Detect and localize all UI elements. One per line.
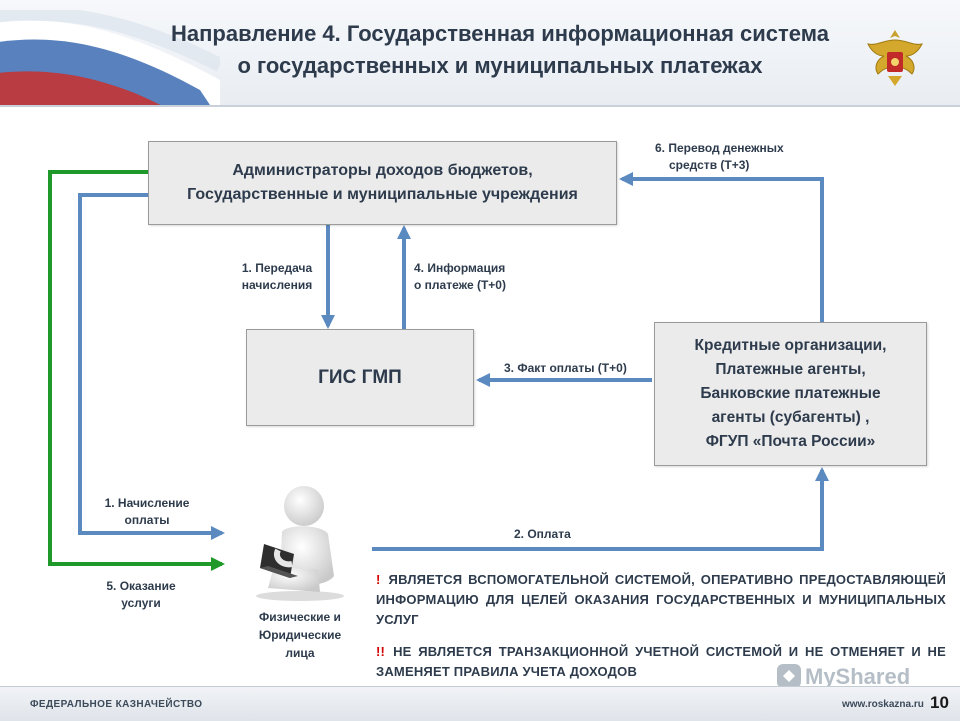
note-auxiliary-system: !ЯВЛЯЕТСЯ ВСПОМОГАТЕЛЬНОЙ СИСТЕМОЙ, ОПЕР… — [376, 570, 946, 630]
note-not-transactional: !!НЕ ЯВЛЯЕТСЯ ТРАНЗАКЦИОННОЙ УЧЕТНОЙ СИС… — [376, 642, 946, 682]
title-line-2: о государственных и муниципальных платеж… — [237, 53, 763, 78]
footer-url[interactable]: www.roskazna.ru — [842, 699, 924, 710]
label-step1-charge-l2: оплаты — [124, 513, 170, 527]
title-line-1: Направление 4. Государственная информаци… — [171, 21, 829, 46]
bank-line-1: Кредитные организации, — [694, 337, 887, 354]
people-line-3: лица — [285, 646, 315, 660]
admin-line-2: Государственные и муниципальные учрежден… — [187, 186, 578, 203]
note-text-1: ЯВЛЯЕТСЯ ВСПОМОГАТЕЛЬНОЙ СИСТЕМОЙ, ОПЕРА… — [376, 572, 946, 627]
label-step6-funds: 6. Перевод денежных средств (Т+3) — [655, 140, 784, 174]
slide-footer: ФЕДЕРАЛЬНОЕ КАЗНАЧЕЙСТВО www.roskazna.ru… — [0, 686, 960, 721]
label-step3-fact: 3. Факт оплаты (Т+0) — [504, 361, 627, 375]
individuals-legal-entities-label: Физические и Юридические лица — [230, 608, 370, 662]
bank-line-2: Платежные агенты, — [715, 361, 866, 378]
label-step4-l2: о платеже (Т+0) — [414, 278, 506, 292]
label-step5-service: 5. Оказание услуги — [93, 578, 189, 612]
label-step6-l1: 6. Перевод денежных — [655, 141, 784, 155]
bank-line-4: агенты (субагенты) , — [711, 409, 870, 426]
label-step4-info: 4. Информация о платеже (Т+0) — [414, 260, 506, 294]
admin-line-1: Администраторы доходов бюджетов, — [232, 162, 533, 179]
label-step6-l2: средств (Т+3) — [669, 158, 750, 172]
bank-line-5: ФГУП «Почта России» — [705, 433, 876, 450]
arrow-step1-charge — [78, 193, 225, 540]
label-step1-transfer-l1: 1. Передача — [241, 261, 313, 275]
label-step2-payment: 2. Оплата — [514, 527, 571, 541]
alert-mark-1: ! — [376, 572, 381, 587]
arrow-step2-payment — [372, 467, 829, 551]
label-step4-l1: 4. Информация — [414, 261, 506, 275]
bank-line-3: Банковские платежные — [700, 385, 881, 402]
arrow-step6-funds — [619, 172, 824, 322]
watermark-logo: MyShared — [777, 664, 910, 689]
note-text-2: НЕ ЯВЛЯЕТСЯ ТРАНЗАКЦИОННОЙ УЧЕТНОЙ СИСТЕ… — [376, 644, 946, 679]
people-line-2: Юридические — [258, 628, 342, 642]
label-step1-charge-l1: 1. Начисление — [104, 496, 190, 510]
arrow-step5-service — [48, 170, 225, 571]
label-step1-charge: 1. Начисление оплаты — [95, 495, 199, 529]
budget-administrators-box: Администраторы доходов бюджетов, Государ… — [148, 141, 617, 225]
label-step1-transfer-l2: начисления — [241, 278, 313, 292]
people-line-1: Физические и — [259, 610, 341, 624]
label-step1-transfer: 1. Передача начисления — [236, 260, 318, 294]
page-number: 10 — [930, 693, 949, 712]
gis-label: ГИС ГМП — [318, 366, 402, 388]
alert-mark-2: !! — [376, 644, 386, 659]
watermark-text: MyShared — [805, 664, 910, 689]
label-step5-l2: услуги — [121, 596, 161, 610]
emblem-icon — [867, 30, 923, 86]
gis-gmp-box: ГИС ГМП — [246, 329, 474, 426]
person-laptop-icon — [256, 486, 344, 601]
credit-organizations-box: Кредитные организации, Платежные агенты,… — [654, 322, 927, 466]
footer-org: ФЕДЕРАЛЬНОЕ КАЗНАЧЕЙСТВО — [30, 699, 203, 710]
flag-graphic — [0, 10, 220, 105]
page-title: Направление 4. Государственная информаци… — [130, 18, 870, 82]
slide-header: Направление 4. Государственная информаци… — [0, 0, 960, 107]
label-step5-l1: 5. Оказание — [106, 579, 176, 593]
